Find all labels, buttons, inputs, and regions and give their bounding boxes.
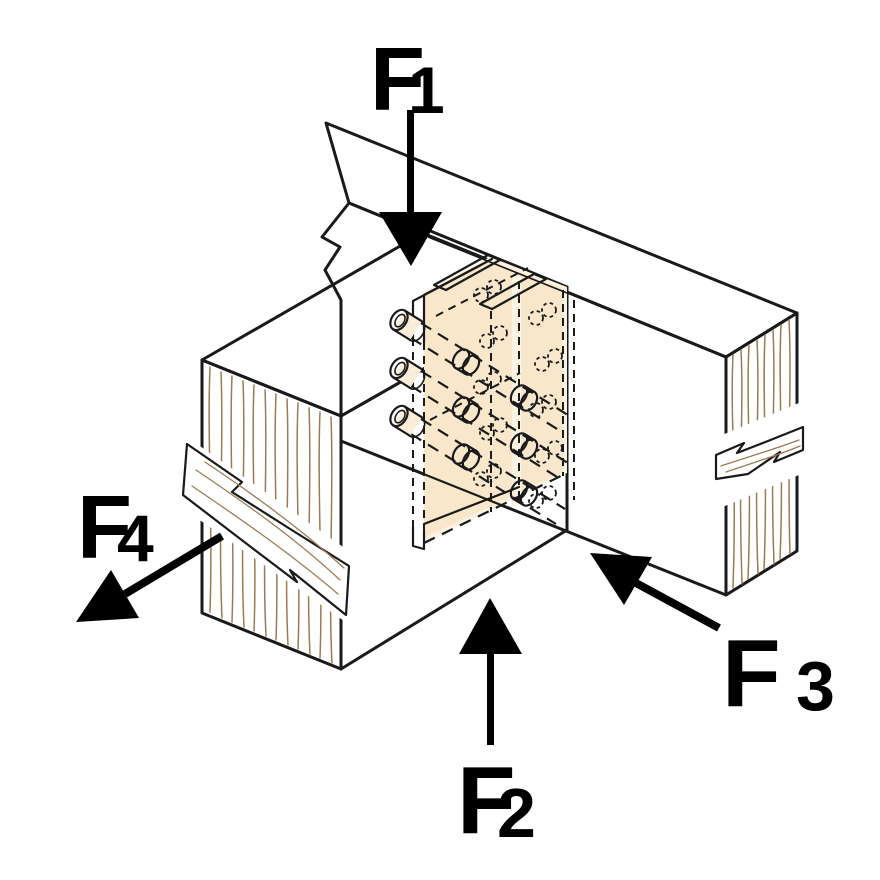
label-f1: F <box>370 30 425 130</box>
main-beam-break-gap <box>706 400 806 514</box>
plate-bottom-edge <box>422 485 521 526</box>
f1-head <box>379 212 442 266</box>
kerf-bottom-notch <box>411 525 426 551</box>
label-f4: F <box>77 478 132 578</box>
concealed-connector <box>339 236 728 597</box>
force-arrow-f2 <box>459 598 522 745</box>
dowel-end-stubs <box>389 308 426 438</box>
secondary-beam-end-face <box>174 358 356 671</box>
main-beam-break-band <box>714 425 805 481</box>
f2-shaft <box>487 650 494 745</box>
secondary-beam-break-band-grain <box>191 461 345 595</box>
hidden-kerf-axis-edges <box>429 267 529 421</box>
label-f1-sub: 1 <box>408 53 445 127</box>
f3-head <box>590 553 652 605</box>
f3-shaft <box>634 579 721 632</box>
main-beam <box>320 121 806 597</box>
force-arrows <box>76 110 721 745</box>
kerf-slot-near <box>432 253 502 292</box>
force-arrow-f3 <box>590 553 721 632</box>
ghost-window-bottom <box>423 472 568 544</box>
label-f2: F <box>457 747 516 854</box>
kerf-slot-far <box>478 272 548 311</box>
force-arrow-f4 <box>76 532 225 622</box>
secondary-beam-break-gap <box>174 432 356 628</box>
force-arrow-f1 <box>379 110 442 266</box>
dowel-kerf-sleeves <box>451 348 539 507</box>
label-f4-sub: 4 <box>117 501 154 575</box>
secondary-beam-end-surface <box>200 358 343 671</box>
label-f3: F <box>722 620 781 727</box>
f1-shaft <box>407 110 414 218</box>
main-beam-bottom-arris <box>339 439 728 597</box>
f2-head <box>459 598 522 654</box>
plate-screw-holes <box>473 279 563 509</box>
connector-plate-near <box>424 261 567 538</box>
hidden-arris-line <box>427 236 568 294</box>
secondary-beam-break-band <box>181 442 351 617</box>
main-beam-break-band-grain <box>720 439 801 473</box>
label-f3-sub: 3 <box>796 647 835 725</box>
f4-head <box>76 570 139 622</box>
f4-shaft <box>122 532 225 598</box>
label-f2-sub: 2 <box>497 774 536 852</box>
force-labels: F 1 F 2 F 3 F 4 <box>77 30 835 854</box>
